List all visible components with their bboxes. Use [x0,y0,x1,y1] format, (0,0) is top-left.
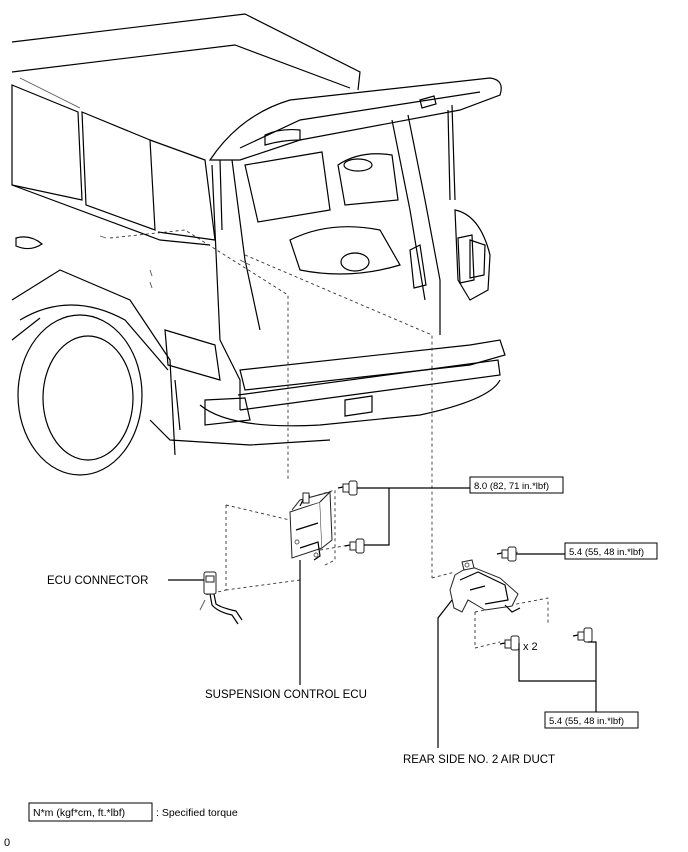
duct-lower-left-bolt [499,635,520,651]
legend-unit-box: N*m (kgf*cm, ft.*lbf) [33,807,125,819]
corner-mark: 0 [4,837,10,849]
torque-box-ecu: 8.0 (82, 71 in.*lbf) [469,476,564,494]
torque-value-ecu: 8.0 (82, 71 in.*lbf) [474,481,549,492]
vehicle-rear-illustration [11,13,506,476]
legend: N*m (kgf*cm, ft.*lbf) : Specified torque [28,802,238,822]
torque-box-duct-lower: 5.4 (55, 48 in.*lbf) [544,711,639,729]
label-ecu-connector: ECU CONNECTOR [47,575,148,587]
torque-leader-lines [357,487,597,712]
ecu-connector-part [199,571,243,625]
torque-value-duct-upper: 5.4 (55, 48 in.*lbf) [569,547,644,558]
label-quantity-x2: x 2 [523,641,538,653]
torque-box-duct-upper: 5.4 (55, 48 in.*lbf) [564,542,658,560]
air-duct-part [449,559,521,613]
legend-description: : Specified torque [156,807,238,819]
duct-lower-right-bolt [572,627,593,643]
label-leader-lines [168,560,453,748]
label-suspension-control-ecu: SUSPENSION CONTROL ECU [205,689,367,701]
ecu-lower-bolt [344,538,365,554]
torque-value-duct-lower: 5.4 (55, 48 in.*lbf) [549,716,624,727]
duct-upper-bolt [496,546,517,562]
label-rear-side-air-duct: REAR SIDE NO. 2 AIR DUCT [403,754,555,766]
suspension-ecu-part [289,490,333,561]
ecu-upper-bolt [337,480,358,496]
